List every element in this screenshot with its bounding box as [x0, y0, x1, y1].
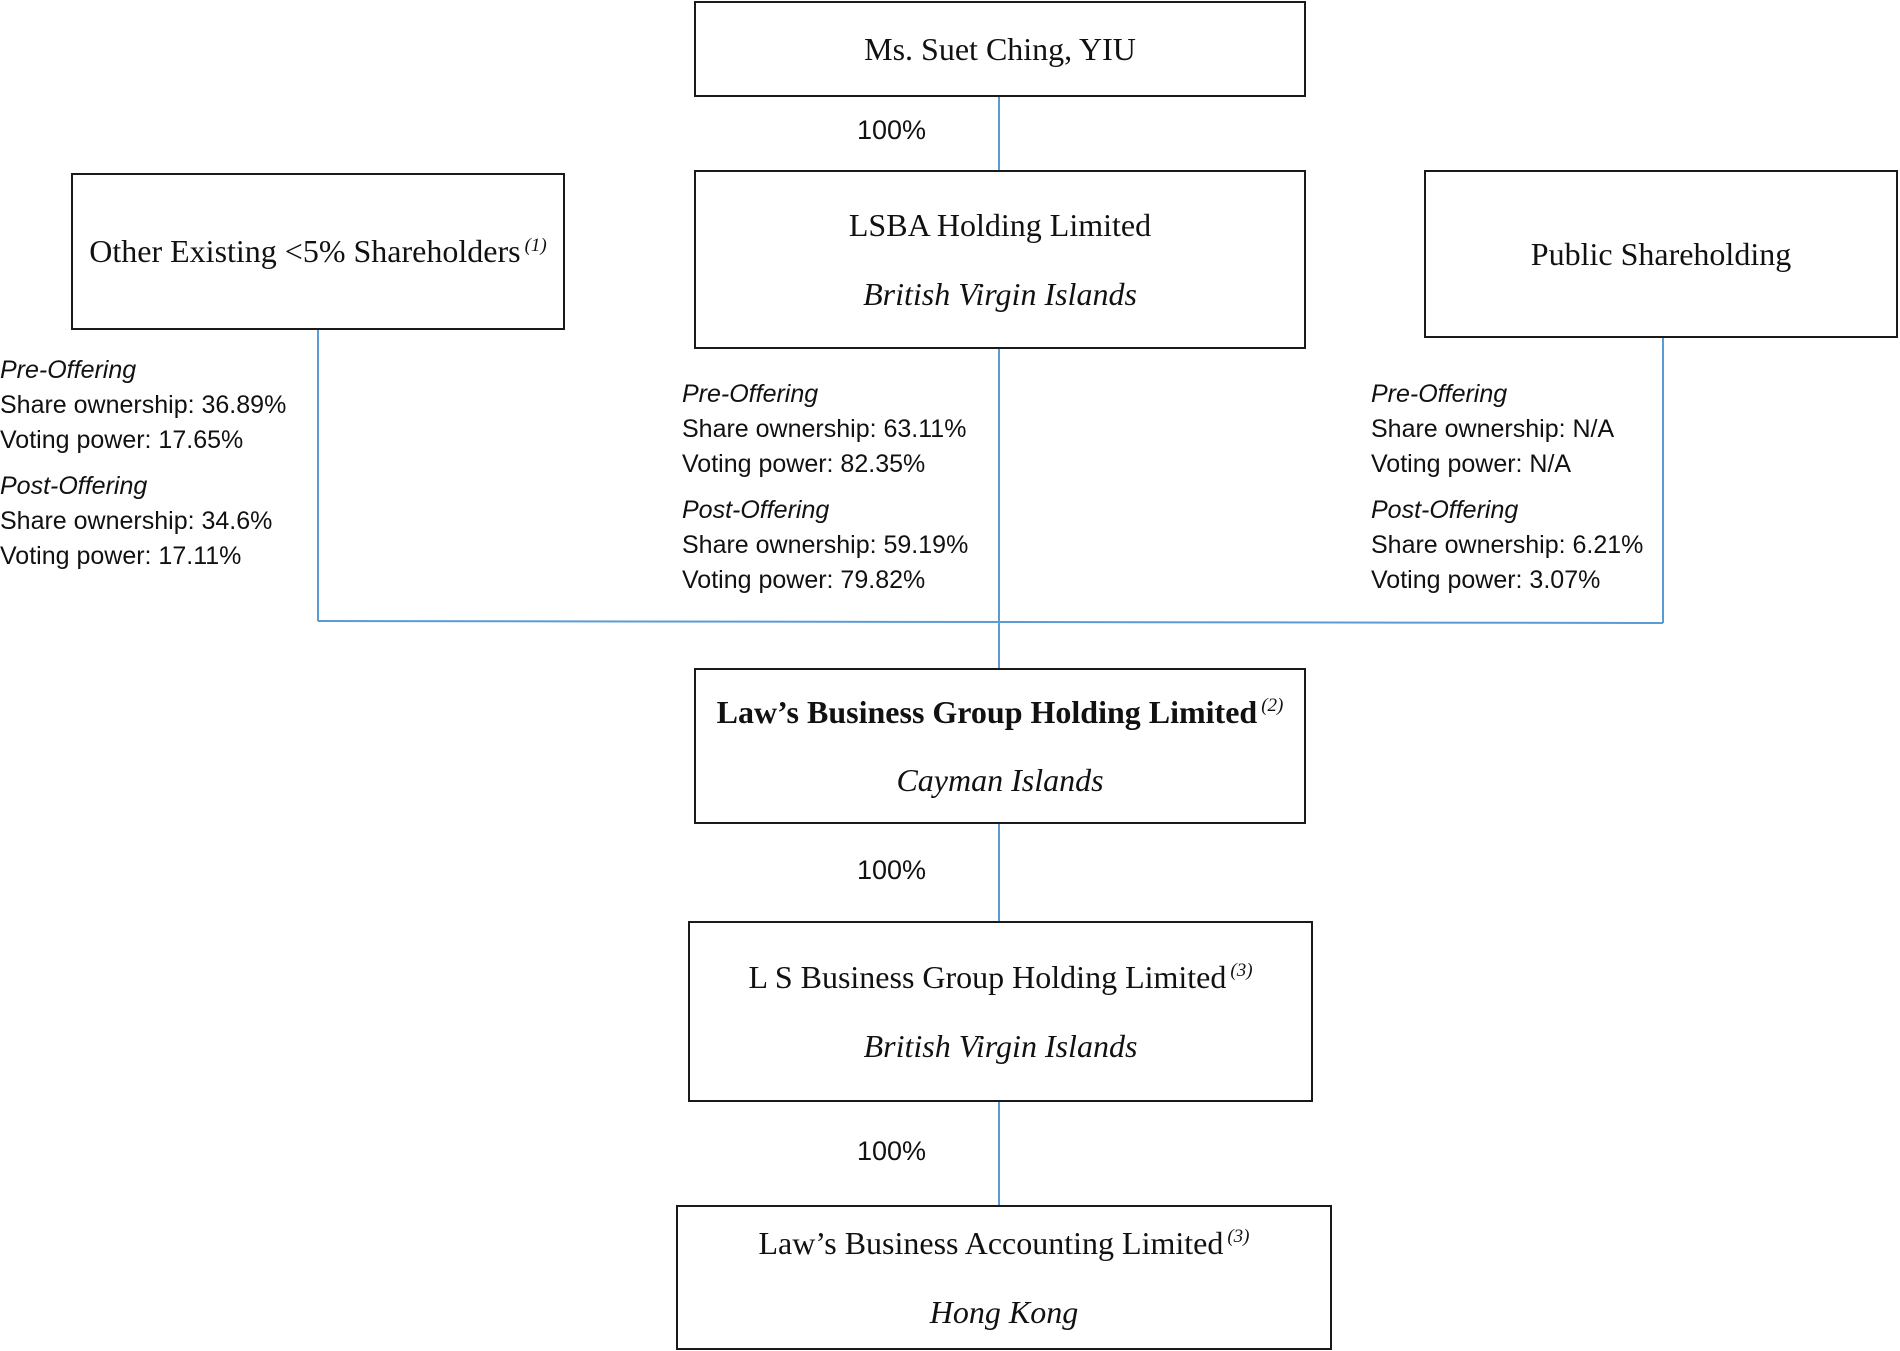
pre-offering-heading: Pre-Offering — [0, 356, 137, 384]
pre-share-ownership: Share ownership: 63.11% — [682, 415, 967, 443]
entity-jurisdiction: British Virgin Islands — [863, 1027, 1138, 1064]
ownership-label-laws-ls: 100% — [857, 855, 927, 885]
pre-offering-heading: Pre-Offering — [682, 380, 819, 408]
ownership-label-ls-accounting: 100% — [857, 1136, 927, 1166]
connector-horizontal-bus — [317, 620, 1664, 624]
footnote-marker: (2) — [1261, 694, 1284, 716]
entity-name: Public Shareholding — [1530, 235, 1792, 272]
entity-name: Other Existing <5% Shareholders(1) — [89, 233, 547, 270]
entity-box-laws-business-accounting: Law’s Business Accounting Limited(3) Hon… — [676, 1205, 1332, 1350]
entity-jurisdiction: Hong Kong — [929, 1293, 1079, 1330]
stake-details-other: Pre-Offering Share ownership: 36.89% Vot… — [0, 353, 286, 574]
pre-share-ownership: Share ownership: N/A — [1371, 415, 1615, 443]
entity-name: LSBA Holding Limited — [848, 207, 1152, 244]
pre-offering-heading: Pre-Offering — [1371, 380, 1508, 408]
pre-voting-power: Voting power: 17.65% — [0, 426, 244, 454]
pre-voting-power: Voting power: 82.35% — [682, 450, 926, 478]
stake-details-lsba: Pre-Offering Share ownership: 63.11% Vot… — [682, 377, 968, 598]
stake-details-public: Pre-Offering Share ownership: N/A Voting… — [1371, 377, 1643, 598]
ownership-label-yiu-lsba: 100% — [857, 115, 927, 145]
post-share-ownership: Share ownership: 34.6% — [0, 507, 273, 535]
entity-box-laws-business-group: Law’s Business Group Holding Limited(2) … — [694, 668, 1306, 824]
entity-box-other-shareholders: Other Existing <5% Shareholders(1) — [71, 173, 565, 330]
entity-box-lsba: LSBA Holding Limited British Virgin Isla… — [694, 170, 1306, 349]
footnote-marker: (1) — [524, 234, 547, 256]
pre-share-ownership: Share ownership: 36.89% — [0, 391, 287, 419]
entity-name: L S Business Group Holding Limited(3) — [748, 959, 1253, 996]
post-share-ownership: Share ownership: 59.19% — [682, 531, 969, 559]
post-voting-power: Voting power: 79.82% — [682, 566, 926, 594]
entity-name: Law’s Business Accounting Limited(3) — [758, 1225, 1250, 1262]
post-voting-power: Voting power: 3.07% — [1371, 566, 1601, 594]
pre-voting-power: Voting power: N/A — [1371, 450, 1572, 478]
post-voting-power: Voting power: 17.11% — [0, 542, 242, 570]
post-offering-heading: Post-Offering — [682, 496, 830, 524]
post-offering-heading: Post-Offering — [1371, 496, 1519, 524]
post-offering-heading: Post-Offering — [0, 472, 148, 500]
entity-jurisdiction: British Virgin Islands — [863, 275, 1137, 312]
entity-box-ls-business-group: L S Business Group Holding Limited(3) Br… — [688, 921, 1313, 1102]
entity-box-yiu: Ms. Suet Ching, YIU — [694, 1, 1306, 97]
entity-box-public-shareholding: Public Shareholding — [1424, 170, 1898, 338]
entity-name: Law’s Business Group Holding Limited(2) — [716, 693, 1284, 730]
footnote-marker: (3) — [1230, 960, 1253, 982]
post-share-ownership: Share ownership: 6.21% — [1371, 531, 1644, 559]
entity-jurisdiction: Cayman Islands — [896, 762, 1104, 798]
footnote-marker: (3) — [1227, 1226, 1250, 1248]
entity-name: Ms. Suet Ching, YIU — [864, 30, 1136, 67]
